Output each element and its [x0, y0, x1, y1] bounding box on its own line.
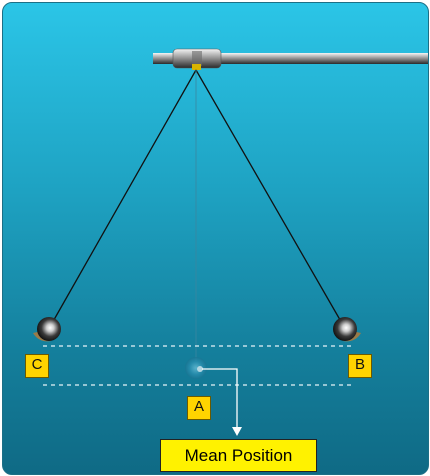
pendulum-svg — [33, 48, 428, 436]
string-left — [50, 69, 197, 326]
label-point-b: B — [348, 354, 372, 378]
string-right — [195, 69, 344, 326]
bob-mean — [185, 357, 207, 379]
label-point-c: C — [25, 354, 49, 378]
bob-left — [33, 317, 61, 342]
mean-position-label: Mean Position — [160, 439, 317, 472]
mean-position-arrow — [202, 368, 242, 436]
pivot-point — [192, 64, 201, 70]
support-rod — [153, 48, 428, 70]
bob-right — [333, 317, 361, 342]
label-point-a: A — [187, 396, 211, 420]
